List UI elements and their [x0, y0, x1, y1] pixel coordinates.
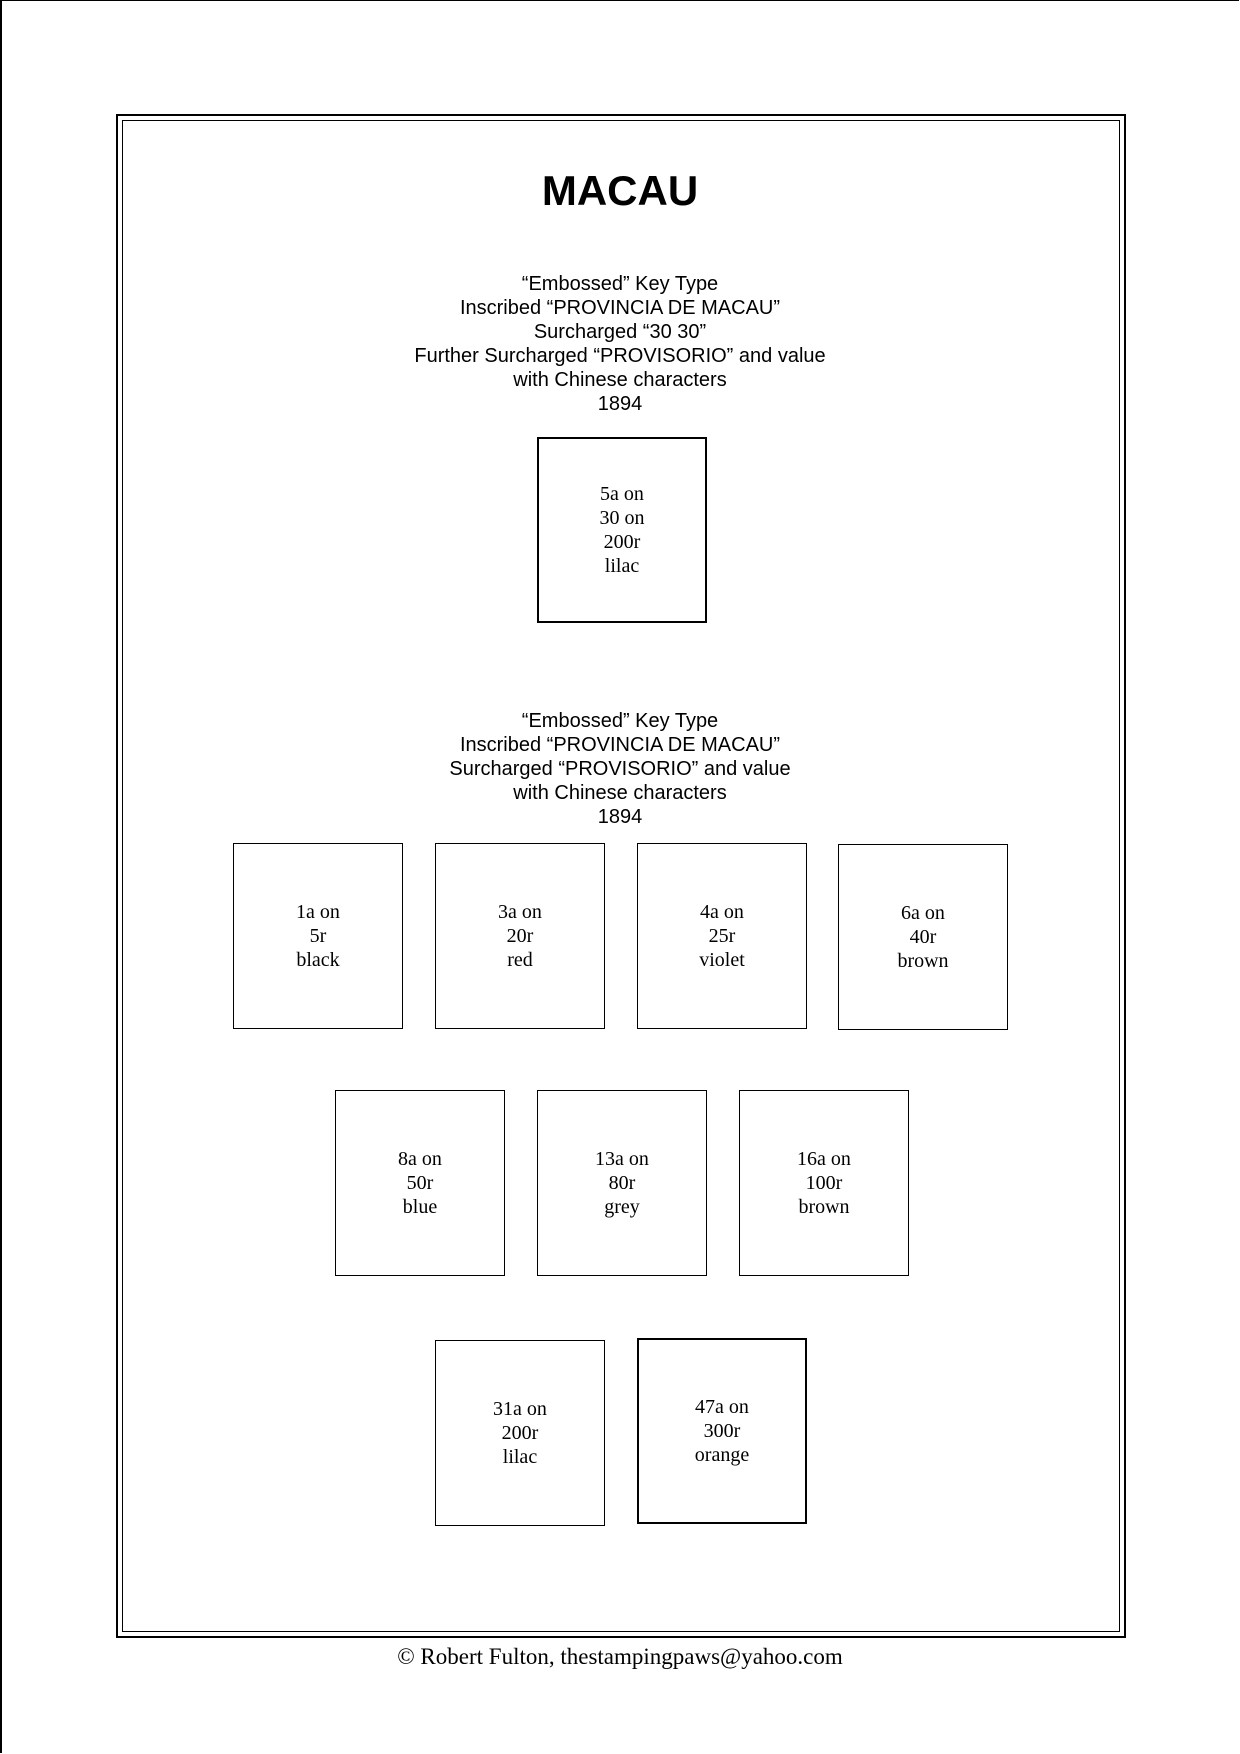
- stamp-line: 3a on: [498, 901, 542, 923]
- stamp-line: brown: [897, 950, 949, 972]
- stamp-line: 1a on: [296, 901, 340, 923]
- section2-heading: “Embossed” Key Type Inscribed “PROVINCIA…: [0, 709, 1240, 829]
- stamp-box: 31a on 200r lilac: [435, 1340, 605, 1526]
- stamp-line: 200r: [603, 531, 641, 553]
- copyright-footer: © Robert Fulton, thestampingpaws@yahoo.c…: [397, 1644, 843, 1669]
- stamp-box: 47a on 300r orange: [637, 1338, 807, 1524]
- stamp-line: 4a on: [700, 901, 744, 923]
- stamp-line: 5a on: [600, 483, 644, 505]
- stamp-description: 6a on 40r brown: [897, 901, 948, 973]
- section1-heading-line: Further Surcharged “PROVISORIO” and valu…: [414, 345, 826, 367]
- stamp-description: 13a on 80r grey: [595, 1147, 649, 1219]
- stamp-line: 13a on: [595, 1148, 649, 1170]
- section1-heading-line: Surcharged “30 30”: [533, 321, 707, 343]
- stamp-line: lilac: [502, 1446, 538, 1468]
- stamp-description: 5a on 30 on 200r lilac: [600, 482, 645, 578]
- stamp-description: 3a on 20r red: [498, 900, 542, 972]
- stamp-description: 16a on 100r brown: [797, 1147, 851, 1219]
- stamp-box: 6a on 40r brown: [838, 844, 1008, 1030]
- stamp-line: grey: [604, 1196, 640, 1218]
- section2-heading-line: Inscribed “PROVINCIA DE MACAU”: [459, 734, 781, 756]
- section2-heading-line: “Embossed” Key Type: [521, 710, 719, 732]
- stamp-line: 16a on: [797, 1148, 851, 1170]
- stamp-line: 25r: [708, 925, 736, 947]
- stamp-line: 8a on: [398, 1148, 442, 1170]
- page-border-inner: [122, 120, 1120, 1632]
- section2-heading-line: Surcharged “PROVISORIO” and value: [449, 758, 791, 780]
- section2-heading-line: with Chinese characters: [513, 782, 727, 804]
- stamp-line: 80r: [608, 1172, 636, 1194]
- stamp-line: black: [296, 949, 340, 971]
- stamp-box: 5a on 30 on 200r lilac: [537, 437, 707, 623]
- stamp-box: 4a on 25r violet: [637, 843, 807, 1029]
- section1-heading: “Embossed” Key Type Inscribed “PROVINCIA…: [0, 272, 1240, 416]
- stamp-description: 47a on 300r orange: [695, 1395, 749, 1467]
- stamp-description: 31a on 200r lilac: [493, 1397, 547, 1469]
- stamp-box: 8a on 50r blue: [335, 1090, 505, 1276]
- stamp-line: 20r: [506, 925, 534, 947]
- stamp-line: violet: [699, 949, 745, 971]
- stamp-box: 16a on 100r brown: [739, 1090, 909, 1276]
- stamp-line: 5r: [309, 925, 327, 947]
- stamp-box: 13a on 80r grey: [537, 1090, 707, 1276]
- stamp-line: 50r: [406, 1172, 434, 1194]
- section1-heading-line: with Chinese characters: [513, 369, 727, 391]
- stamp-line: lilac: [604, 555, 640, 577]
- stamp-line: 300r: [703, 1420, 741, 1442]
- stamp-line: 31a on: [493, 1398, 547, 1420]
- stamp-line: blue: [402, 1196, 438, 1218]
- stamp-line: 6a on: [901, 902, 945, 924]
- stamp-description: 1a on 5r black: [296, 900, 340, 972]
- section2-heading-line: 1894: [597, 806, 643, 828]
- stamp-description: 4a on 25r violet: [699, 900, 745, 972]
- page-border-outer: [116, 114, 1126, 1638]
- section1-heading-line: “Embossed” Key Type: [521, 273, 719, 295]
- stamp-line: orange: [694, 1444, 750, 1466]
- stamp-line: 30 on: [599, 507, 645, 529]
- stamp-box: 1a on 5r black: [233, 843, 403, 1029]
- stamp-line: 200r: [501, 1422, 539, 1444]
- stamp-line: brown: [798, 1196, 850, 1218]
- stamp-line: 40r: [909, 926, 937, 948]
- stamp-line: 47a on: [695, 1396, 749, 1418]
- stamp-line: red: [507, 949, 533, 971]
- section1-heading-line: Inscribed “PROVINCIA DE MACAU”: [459, 297, 781, 319]
- page-title: MACAU: [541, 167, 699, 214]
- stamp-description: 8a on 50r blue: [398, 1147, 442, 1219]
- stamp-line: 100r: [805, 1172, 843, 1194]
- stamp-box: 3a on 20r red: [435, 843, 605, 1029]
- section1-heading-line: 1894: [597, 393, 643, 415]
